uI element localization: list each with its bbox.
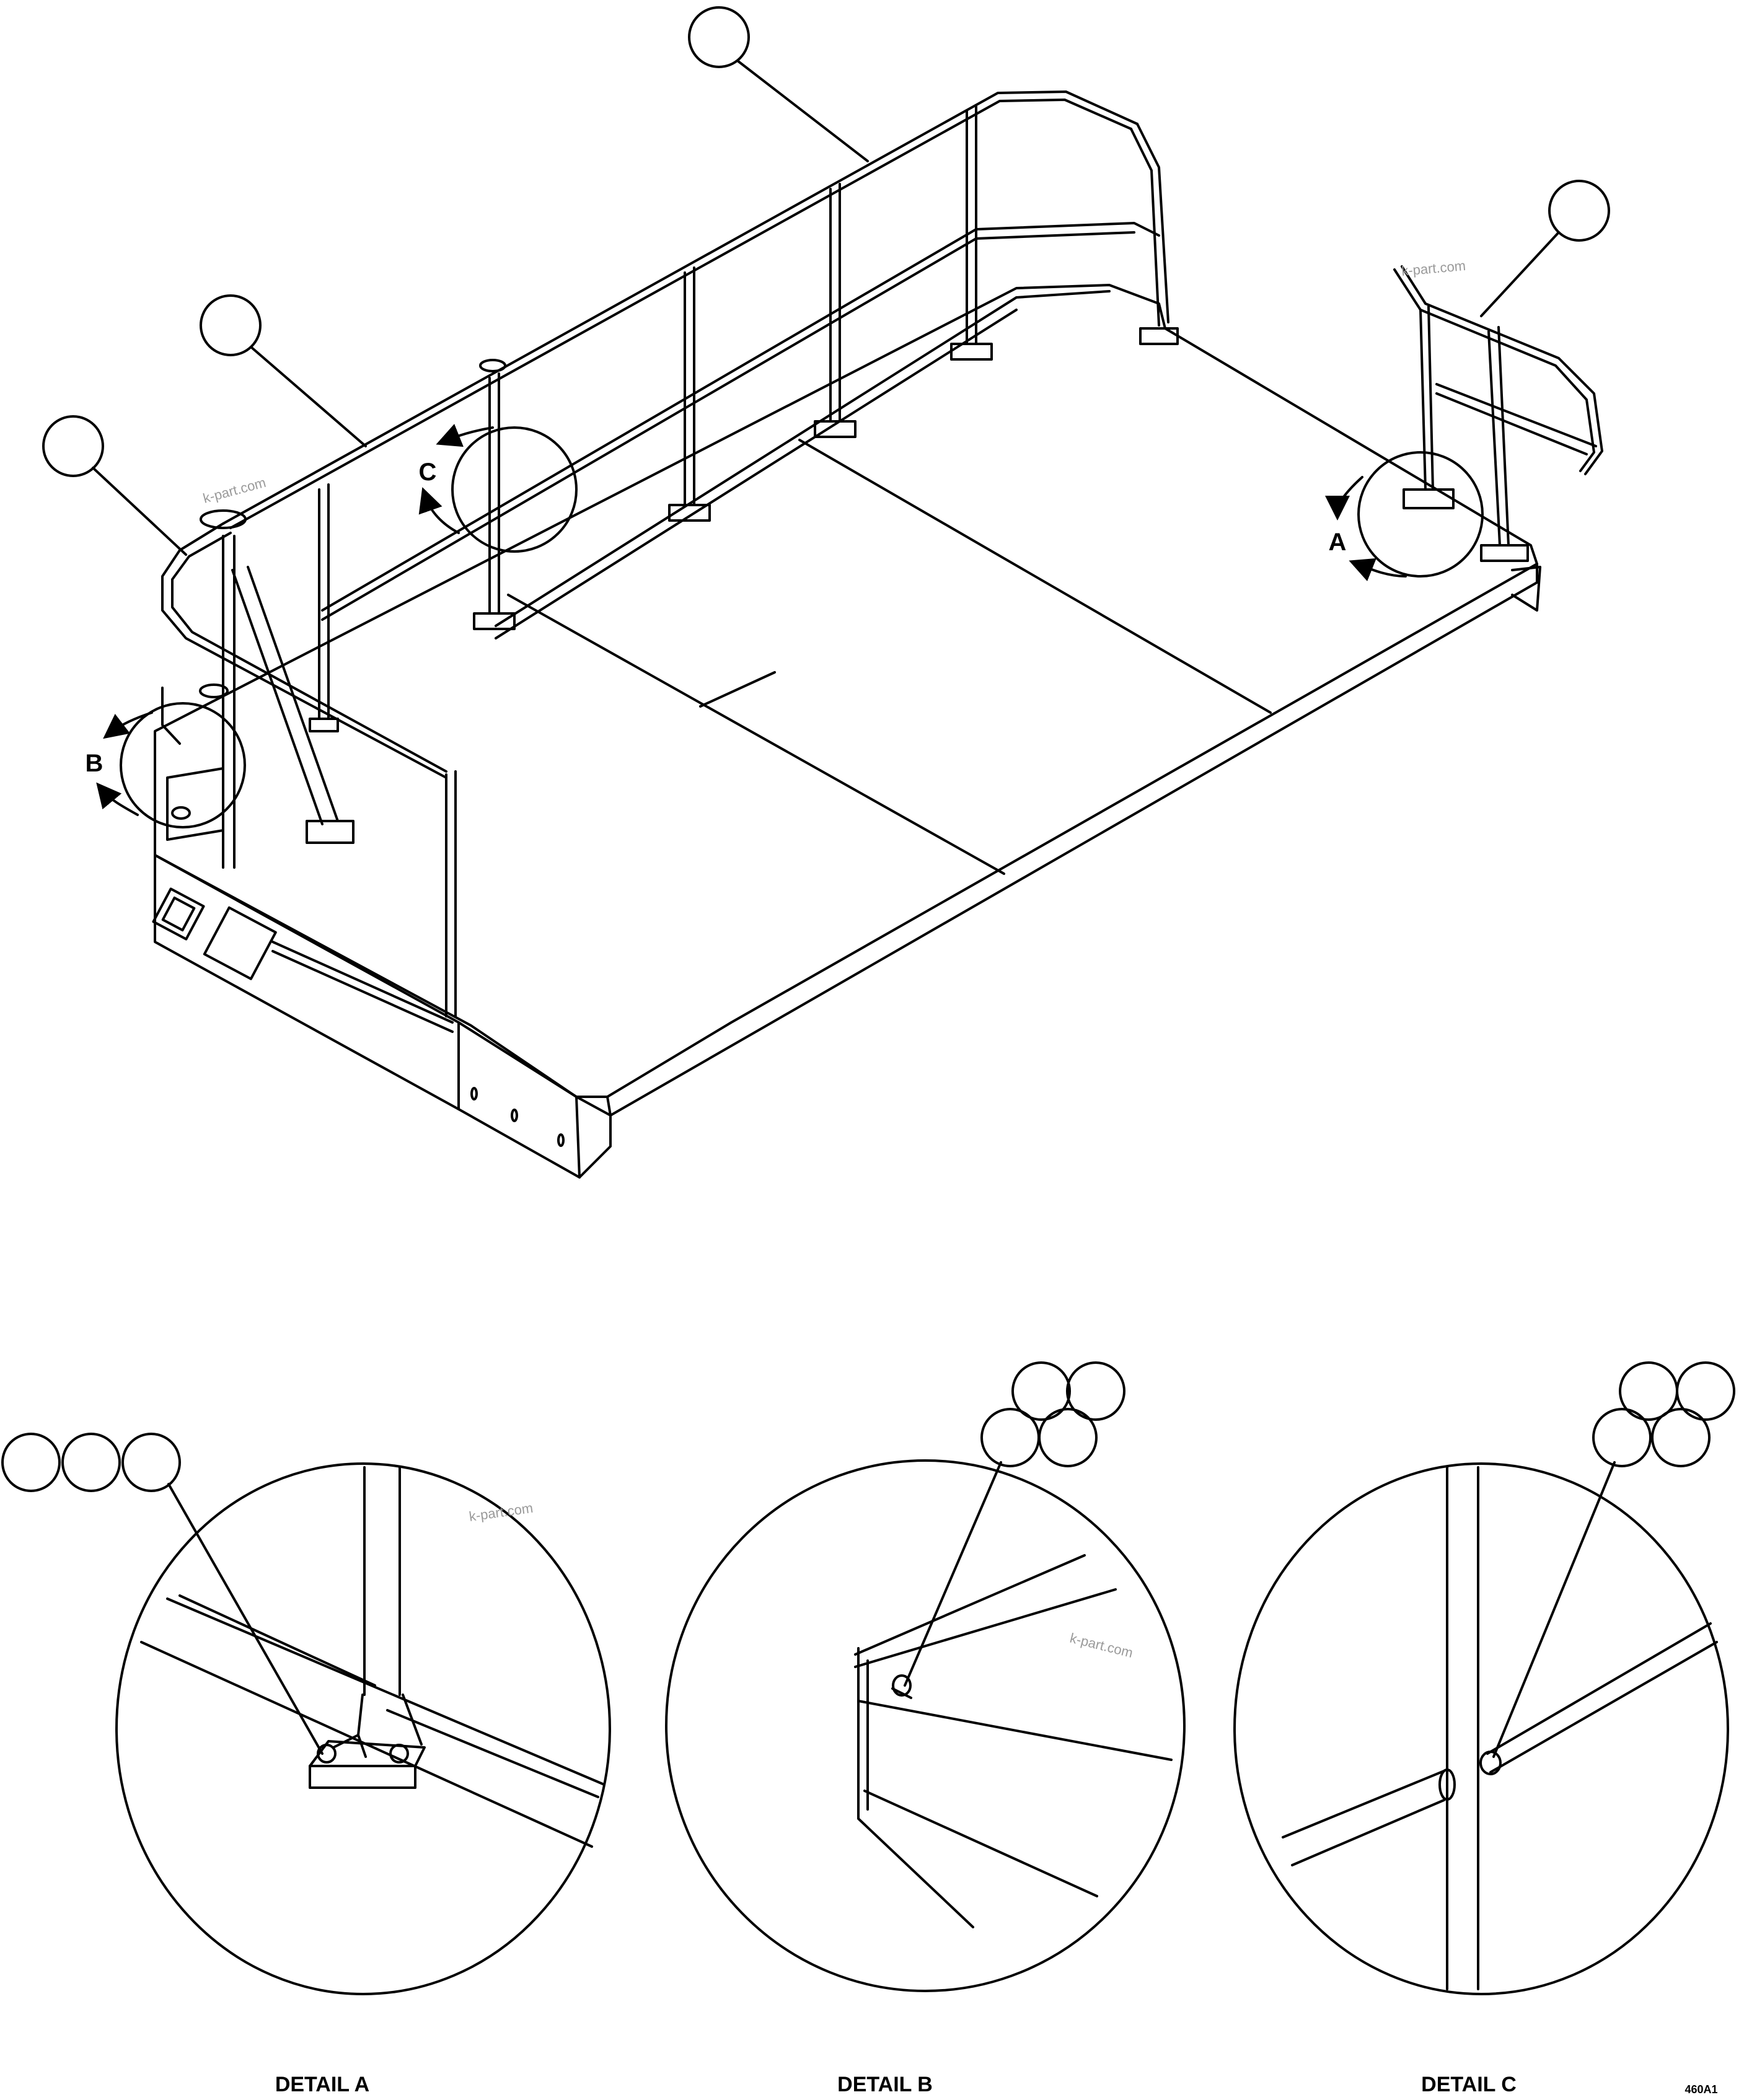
detail-c-balloons (1492, 1361, 1735, 1758)
detail-c-title: DETAIL C (1421, 2073, 1517, 2096)
item-balloons-main (42, 6, 1610, 556)
detail-a-balloons (1, 1433, 324, 1755)
detail-b-marker: B (86, 750, 103, 777)
rear-guardrail (222, 90, 1179, 720)
watermark-text: k-part.com (468, 1500, 534, 1524)
detail-c-marker: C (419, 459, 437, 486)
drawing-number: 460A1 (1685, 2083, 1717, 2096)
detail-c-view (1233, 1462, 1729, 1995)
watermark-text: k-part.com (1068, 1630, 1135, 1661)
detail-callout-arrows (96, 424, 1407, 816)
watermark-text: k-part.com (201, 475, 268, 506)
watermark-text: k-part.com (1401, 258, 1466, 279)
end-panel (152, 854, 612, 1179)
detail-b-view (665, 1459, 1186, 1992)
detail-a-marker: A (1329, 529, 1347, 556)
detail-a-title: DETAIL A (275, 2073, 369, 2096)
right-guardrail (1393, 265, 1603, 562)
detail-a-view (115, 1462, 611, 1995)
detail-callout-circles (120, 426, 1484, 828)
detail-b-title: DETAIL B (837, 2073, 933, 2096)
detail-b-balloons (904, 1361, 1125, 1687)
